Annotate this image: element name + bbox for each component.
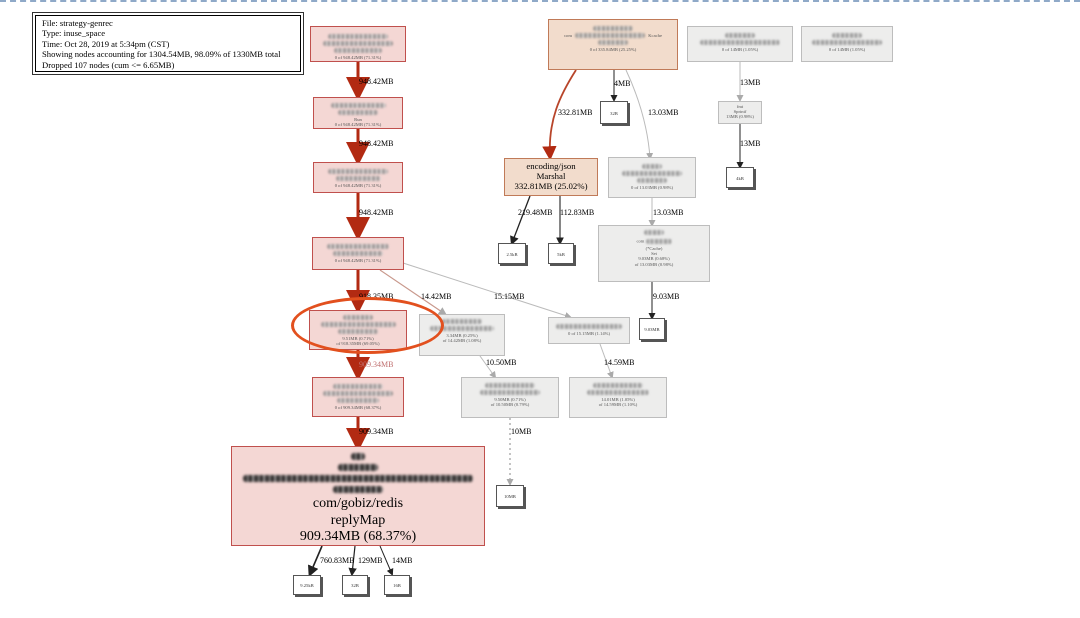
- node-n2[interactable]: Run 0 of 948.42MB (71.31%): [313, 97, 403, 129]
- node-n6[interactable]: 0 of 909.34MB (68.37%): [312, 377, 404, 417]
- node-g3-stat1: 3.34MB (0.25%): [446, 333, 478, 338]
- edge-n4-g3: [379, 269, 447, 316]
- node-g5-stat1: 9.50MB (0.71%): [494, 397, 526, 402]
- node-g1[interactable]: 0 of 13.03MB (0.98%): [608, 157, 696, 198]
- node-json-func: Marshal: [536, 171, 566, 181]
- node-sprintf-stat: 13MB (0.98%): [726, 114, 754, 120]
- leaf-cacheset-alloc[interactable]: 9.03MB: [639, 318, 665, 340]
- edge-label-e2: 948.42MB: [359, 139, 394, 148]
- node-sprintf-func: Sprintf: [733, 109, 747, 115]
- node-sprintf-pkg: fmt: [736, 104, 744, 109]
- node-n2-label: Run: [354, 117, 362, 122]
- node-n1[interactable]: 0 of 948.42MB (71.31%): [310, 26, 406, 62]
- node-n4[interactable]: 0 of 948.42MB (71.31%): [312, 237, 404, 270]
- edge-label-e6: 15.15MB: [494, 292, 525, 301]
- node-g2[interactable]: com (*Cache) Set 9.03MB (0.68%) of 13.03…: [598, 225, 710, 282]
- edge-n4-g4: [399, 261, 572, 319]
- leaf-cache-alloc[interactable]: 32B: [600, 101, 628, 124]
- edge-label-e14: 13.03MB: [653, 208, 684, 217]
- node-g6-stat1: 14.01MB (1.05%): [601, 397, 635, 402]
- edge-label-e11: 13.03MB: [648, 108, 679, 117]
- edge-redis-leaf3: [379, 545, 394, 576]
- node-g4[interactable]: 0 of 15.15MB (1.14%): [548, 317, 630, 344]
- leaf-redis-alloc-2[interactable]: 32B: [342, 575, 368, 595]
- edge-label-e19: 13MB: [740, 78, 761, 87]
- node-cache-prefix: com: [563, 33, 572, 38]
- legend-showing: Showing nodes accounting for 1304.54MB, …: [42, 49, 281, 60]
- edge-label-e15: 9.03MB: [653, 292, 680, 301]
- node-g5[interactable]: 9.50MB (0.71%) of 10.50MB (0.79%): [461, 377, 559, 418]
- leaf-json-alloc-2[interactable]: 5kB: [548, 243, 574, 264]
- legend-file: File: strategy-genrec: [42, 18, 113, 28]
- node-redis-func: replyMap: [330, 512, 386, 528]
- edge-label-e18: 14.59MB: [604, 358, 635, 367]
- window-top-border: [0, 0, 1080, 2]
- node-g2-func: Set: [651, 251, 657, 257]
- legend-time: Time: Oct 28, 2019 at 5:34pm (CST): [42, 38, 170, 49]
- node-redis-stat: 909.34MB (68.37%): [299, 529, 417, 544]
- edge-redis-leaf2: [348, 545, 357, 577]
- edge-g4-g6: [599, 343, 614, 379]
- node-g2-pkg: com: [636, 238, 645, 244]
- leaf-redis-alloc-3[interactable]: 16B: [384, 575, 410, 595]
- node-n3[interactable]: 0 of 948.42MB (71.31%): [313, 162, 403, 193]
- node-sprintf[interactable]: fmt Sprintf 13MB (0.98%): [718, 101, 762, 124]
- node-cache-top-stat: 0 of 335.84MB (25.25%): [589, 47, 637, 53]
- edge-label-e9: 332.81MB: [558, 108, 593, 117]
- edge-label-e3: 948.42MB: [359, 208, 394, 217]
- node-redis-pkg: com/gobiz/redis: [312, 496, 404, 511]
- leaf-sprintf-alloc[interactable]: 4kB: [726, 167, 754, 188]
- node-tr1[interactable]: 0 of 14MB (1.05%): [687, 26, 793, 62]
- edge-label-e23: 14MB: [392, 556, 413, 565]
- edge-label-e5: 14.42MB: [421, 292, 452, 301]
- legend-type: Type: inuse_space: [42, 28, 106, 39]
- profile-legend: File: strategy-genrec Type: inuse_space …: [35, 15, 301, 72]
- leaf-g5-alloc[interactable]: 10MB: [496, 485, 524, 507]
- edge-label-e8: 909.34MB: [359, 427, 394, 436]
- edge-label-e17: 10MB: [511, 427, 532, 436]
- node-n1-stat: 0 of 948.42MB (71.31%): [334, 55, 382, 60]
- node-n2-stat: 0 of 948.42MB (71.31%): [334, 122, 382, 128]
- edge-label-e22: 129MB: [358, 556, 383, 565]
- node-g1-stat: 0 of 13.03MB (0.98%): [631, 185, 673, 190]
- node-redis[interactable]: com/gobiz/redis replyMap 909.34MB (68.37…: [231, 446, 485, 546]
- highlight-ellipse: [291, 297, 444, 354]
- node-g6-stat2: of 14.59MB (1.10%): [598, 402, 638, 408]
- edge-label-e13: 112.83MB: [560, 208, 595, 217]
- node-cache-suffix: Kcache: [648, 33, 662, 38]
- node-g3-stat2: of 14.42MB (1.08%): [442, 338, 482, 344]
- edge-label-e10: 4MB: [614, 79, 631, 88]
- node-json-stat: 332.81MB (25.02%): [514, 181, 588, 191]
- edge-cache-g1: [625, 69, 654, 160]
- edge-json-leaf1: [510, 195, 531, 246]
- node-g2-stat1: 9.03MB (0.68%): [638, 256, 670, 262]
- node-g2-stat2: of 13.03MB (0.98%): [634, 261, 674, 267]
- leaf-json-alloc-1[interactable]: 2.5kB: [498, 243, 526, 264]
- node-json-marshal[interactable]: encoding/json Marshal 332.81MB (25.02%): [504, 158, 598, 196]
- node-n3-stat: 0 of 948.42MB (71.31%): [334, 183, 382, 188]
- edge-label-e7: 909.34MB: [359, 360, 394, 369]
- node-json-pkg: encoding/json: [526, 161, 576, 171]
- node-tr1-stat: 0 of 14MB (1.05%): [721, 47, 759, 52]
- node-g5-stat2: of 10.50MB (0.79%): [490, 402, 530, 408]
- node-tr2-stat: 0 of 14MB (1.05%): [828, 47, 866, 52]
- edge-label-e12: 219.48MB: [518, 208, 553, 217]
- node-g6[interactable]: 14.01MB (1.05%) of 14.59MB (1.10%): [569, 377, 667, 418]
- legend-dropped: Dropped 107 nodes (cum <= 6.65MB): [42, 59, 175, 70]
- leaf-redis-alloc-1[interactable]: 9.25kB: [293, 575, 321, 595]
- node-cache-top[interactable]: com Kcache 0 of 335.84MB (25.25%): [548, 19, 678, 70]
- node-n6-stat: 0 of 909.34MB (68.37%): [334, 405, 382, 410]
- node-g4-stat: 0 of 15.15MB (1.14%): [568, 331, 610, 336]
- node-n4-stat: 0 of 948.42MB (71.31%): [334, 258, 382, 263]
- node-g2-recv: (*Cache): [645, 246, 663, 251]
- edge-redis-leaf1: [308, 545, 323, 577]
- node-tr2[interactable]: 0 of 14MB (1.05%): [801, 26, 893, 62]
- edge-label-e16: 10.50MB: [486, 358, 517, 367]
- edge-cache-json: [542, 69, 577, 161]
- edge-label-e20: 13MB: [740, 139, 761, 148]
- edge-label-e1: 948.42MB: [359, 77, 394, 86]
- edge-label-e21: 760.83MB: [320, 556, 355, 565]
